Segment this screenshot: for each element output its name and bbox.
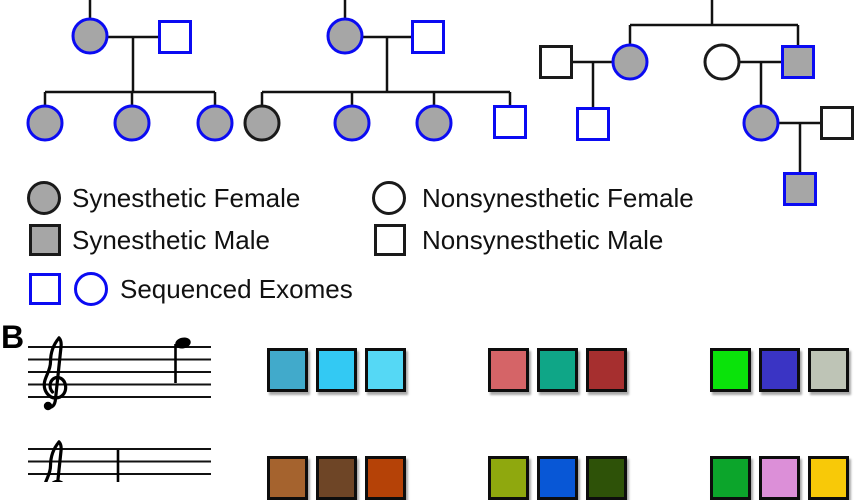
treble-clef-icon bbox=[44, 440, 64, 482]
pedigree-member-family3-niece bbox=[742, 104, 780, 142]
treble-clef-icon bbox=[42, 336, 68, 411]
color-swatch bbox=[365, 348, 406, 392]
pedigree-member-family1-mother bbox=[71, 17, 109, 55]
pedigree-member-family3-sister bbox=[611, 43, 649, 81]
color-swatch bbox=[488, 456, 529, 500]
legend-symbols bbox=[27, 181, 72, 215]
legend-label: Synesthetic Male bbox=[72, 225, 270, 255]
legend-label: Nonsynesthetic Male bbox=[422, 225, 664, 255]
swatch-group bbox=[488, 456, 627, 500]
legend-symbols bbox=[372, 181, 422, 215]
legend-item: Nonsynesthetic Male bbox=[374, 224, 663, 256]
color-swatch bbox=[537, 456, 578, 500]
legend-square-icon bbox=[29, 224, 61, 256]
pedigree-member-family2-son1 bbox=[493, 105, 527, 139]
pedigree-member-family3-brother bbox=[781, 45, 815, 79]
legend-item: Synesthetic Female bbox=[27, 181, 300, 215]
legend-item: Nonsynesthetic Female bbox=[372, 181, 694, 215]
swatch-group bbox=[710, 456, 849, 500]
panel-b-label: B bbox=[1, 319, 25, 355]
color-swatch bbox=[759, 456, 800, 500]
legend-symbols bbox=[29, 272, 120, 306]
color-swatch bbox=[316, 348, 357, 392]
legend-circle-icon bbox=[27, 181, 61, 215]
color-swatch bbox=[710, 348, 751, 392]
color-swatch bbox=[488, 348, 529, 392]
pedigree-member-family2-daughter3 bbox=[415, 104, 453, 142]
swatch-group bbox=[267, 456, 406, 500]
color-swatch bbox=[316, 456, 357, 500]
color-swatch bbox=[365, 456, 406, 500]
pedigree-member-family2-father bbox=[411, 20, 445, 54]
pedigree-member-family2-daughter1 bbox=[243, 104, 281, 142]
treble-clef-stroke bbox=[56, 440, 63, 482]
pedigree-member-family3-grandnephew bbox=[783, 172, 817, 206]
legend-symbols bbox=[29, 224, 72, 256]
color-swatch bbox=[808, 348, 849, 392]
pedigree-member-family2-daughter2 bbox=[333, 104, 371, 142]
color-swatch bbox=[537, 348, 578, 392]
treble-clef-stroke bbox=[44, 440, 64, 482]
pedigree-member-family3-nephew bbox=[576, 107, 610, 141]
legend-circle-icon bbox=[74, 272, 108, 306]
legend-label: Nonsynesthetic Female bbox=[422, 183, 694, 213]
pedigree-member-family1-daughter2 bbox=[113, 104, 151, 142]
pedigree-member-family1-daughter3 bbox=[196, 104, 234, 142]
color-swatch bbox=[267, 456, 308, 500]
legend-label: Sequenced Exomes bbox=[120, 274, 353, 304]
swatch-group bbox=[488, 348, 627, 392]
color-swatch bbox=[808, 456, 849, 500]
figure-vector-canvas bbox=[26, 0, 854, 482]
pedigree-member-family3-niece-husband bbox=[820, 106, 854, 140]
legend-square-icon bbox=[29, 273, 61, 305]
color-swatch bbox=[586, 348, 627, 392]
note-head bbox=[175, 337, 191, 349]
swatch-group bbox=[267, 348, 406, 392]
legend-symbols bbox=[374, 224, 422, 256]
legend-circle-icon bbox=[372, 181, 406, 215]
legend-item: Sequenced Exomes bbox=[29, 272, 353, 306]
pedigree-member-family1-daughter1 bbox=[26, 104, 64, 142]
pedigree-member-family3-husband-of-sister bbox=[539, 45, 573, 79]
color-swatch bbox=[759, 348, 800, 392]
pedigree-member-family3-wife-of-brother bbox=[703, 43, 741, 81]
legend-item: Synesthetic Male bbox=[29, 224, 270, 256]
pedigree-member-family2-mother bbox=[326, 17, 364, 55]
legend-square-icon bbox=[374, 224, 406, 256]
color-swatch bbox=[267, 348, 308, 392]
pedigree-member-family1-father bbox=[158, 20, 192, 54]
swatch-group bbox=[710, 348, 849, 392]
color-swatch bbox=[710, 456, 751, 500]
color-swatch bbox=[586, 456, 627, 500]
treble-clef-dot bbox=[43, 401, 53, 411]
legend-label: Synesthetic Female bbox=[72, 183, 301, 213]
